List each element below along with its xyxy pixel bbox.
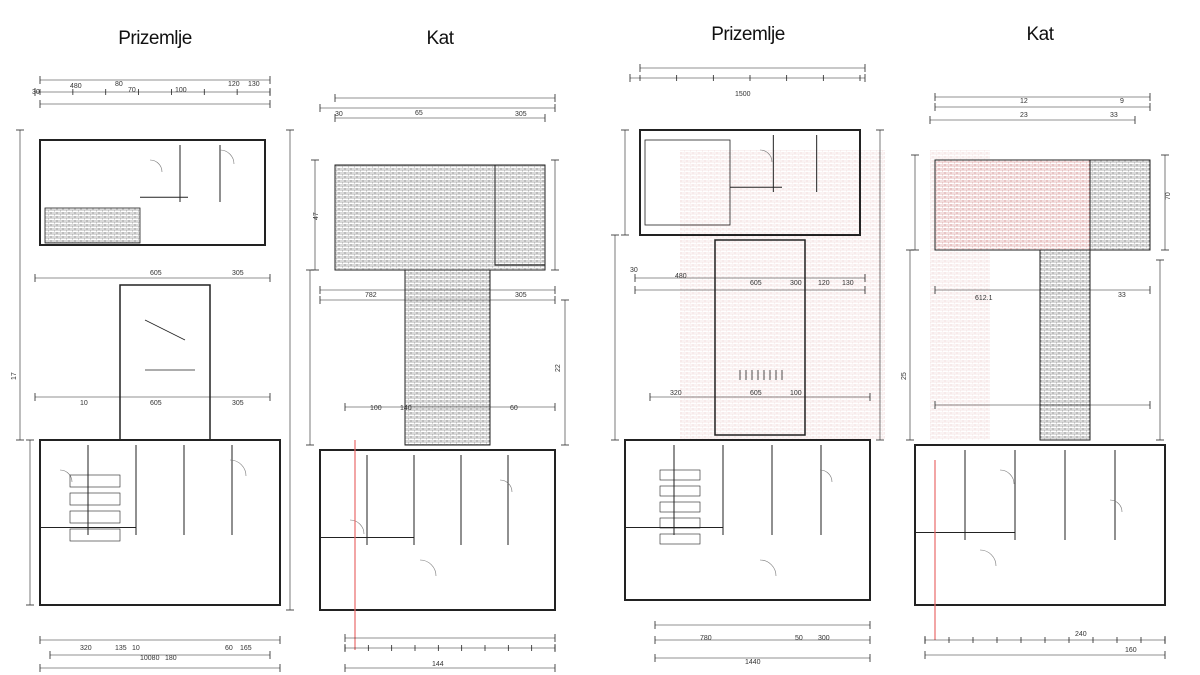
dimension-label: 1500 (735, 91, 751, 98)
reference-overlay (680, 150, 885, 440)
dimension-label: 130 (248, 81, 260, 88)
furniture (69, 510, 121, 524)
dimension-label: 100 (370, 405, 382, 412)
furniture (69, 528, 121, 542)
dimension-label: 1440 (745, 659, 761, 666)
dimension-label: 23 (1020, 112, 1028, 119)
door-swing (499, 479, 513, 493)
building-block-upper (39, 139, 266, 246)
dimension-label: 70 (128, 87, 136, 94)
furniture (659, 485, 701, 497)
dimension-label: 165 (240, 645, 252, 652)
door-swing (999, 469, 1015, 485)
roof-tiles-side (1089, 159, 1151, 251)
door-swing (819, 469, 833, 483)
door-swing (759, 149, 773, 163)
dimension-label: 320 (670, 390, 682, 397)
door-swing (979, 549, 997, 567)
door-swing (1109, 499, 1123, 513)
door-swing (229, 459, 247, 477)
dimension-label: 605 (150, 400, 162, 407)
dimension-label: 25 (901, 372, 908, 380)
furniture (659, 469, 701, 481)
dimension-label: 130 (842, 280, 854, 287)
dimension-label: 100 (790, 390, 802, 397)
terrace-paving (44, 207, 141, 244)
dimension-label: 12 (1020, 98, 1028, 105)
dimension-label: 480 (70, 83, 82, 90)
dimension-label: 100 (175, 87, 187, 94)
dimension-label: 135 (115, 645, 127, 652)
furniture (69, 474, 121, 488)
dimension-label: 17 (11, 372, 18, 380)
roof-tiles-side (494, 164, 546, 266)
door-swing (149, 159, 163, 173)
dimension-label: 30 (630, 267, 638, 274)
dimension-label: 305 (515, 111, 527, 118)
dimension-label: 33 (1110, 112, 1118, 119)
dimension-label: 240 (1075, 631, 1087, 638)
plan-title-2: Kat (426, 28, 454, 49)
door-swing (759, 559, 777, 577)
furniture (659, 501, 701, 513)
dimension-label: 780 (700, 635, 712, 642)
dimension-label: 60 (225, 645, 233, 652)
dimension-label: 30 (335, 111, 343, 118)
dimension-label: 305 (515, 292, 527, 299)
building-block-lower (624, 439, 871, 601)
dimension-label: 305 (232, 400, 244, 407)
dimension-label: 180 (165, 655, 177, 662)
dimension-label: 480 (675, 273, 687, 280)
dimension-label: 782 (365, 292, 377, 299)
door-swing (59, 469, 73, 483)
stair (144, 319, 186, 341)
furniture (659, 517, 701, 529)
room (644, 139, 731, 226)
dimension-label: 120 (818, 280, 830, 287)
stair-roof (1039, 249, 1091, 441)
dimension-label: 70 (1165, 192, 1172, 200)
dimension-label: 33 (1118, 292, 1126, 299)
dimension-label: 300 (818, 635, 830, 642)
stair-roof (404, 269, 491, 446)
building-block-lower (39, 439, 281, 606)
dimension-label: 10 (132, 645, 140, 652)
dimension-label: 50 (795, 635, 803, 642)
dimension-label: 120 (228, 81, 240, 88)
furniture (69, 492, 121, 506)
door-swing (349, 519, 365, 535)
building-block-lower (319, 449, 556, 611)
dimension-label: 612.1 (975, 295, 993, 302)
furniture (659, 533, 701, 545)
plan-title-1: Prizemlje (118, 28, 192, 49)
dimension-label: 160 (1125, 647, 1137, 654)
dimension-label: 144 (432, 661, 444, 668)
dimension-label: 605 (150, 270, 162, 277)
dimension-label: 65 (415, 110, 423, 117)
dimension-label: 60 (510, 405, 518, 412)
dimension-label: 10 (80, 400, 88, 407)
dimension-label: 80 (115, 81, 123, 88)
dimension-label: 9 (1120, 98, 1124, 105)
dimension-label: 140 (400, 405, 412, 412)
dimension-label: 605 (750, 390, 762, 397)
door-swing (419, 559, 437, 577)
dimension-label: 305 (232, 270, 244, 277)
building-block-upper (639, 129, 861, 236)
dimension-label: 30 (32, 89, 40, 96)
building-block-middle (119, 284, 211, 441)
plan-title-3: Prizemlje (711, 24, 785, 45)
building-block-middle (714, 239, 806, 436)
dimension-label: 47 (313, 212, 320, 220)
dimension-label: 22 (555, 364, 562, 372)
plan-title-4: Kat (1026, 24, 1054, 45)
dimension-label: 320 (80, 645, 92, 652)
building-block-lower (914, 444, 1166, 606)
roof-tiles (934, 159, 1096, 251)
door-swing (219, 149, 235, 165)
dimension-label: 300 (790, 280, 802, 287)
dimension-label: 10080 (140, 655, 160, 662)
dimension-label: 605 (750, 280, 762, 287)
